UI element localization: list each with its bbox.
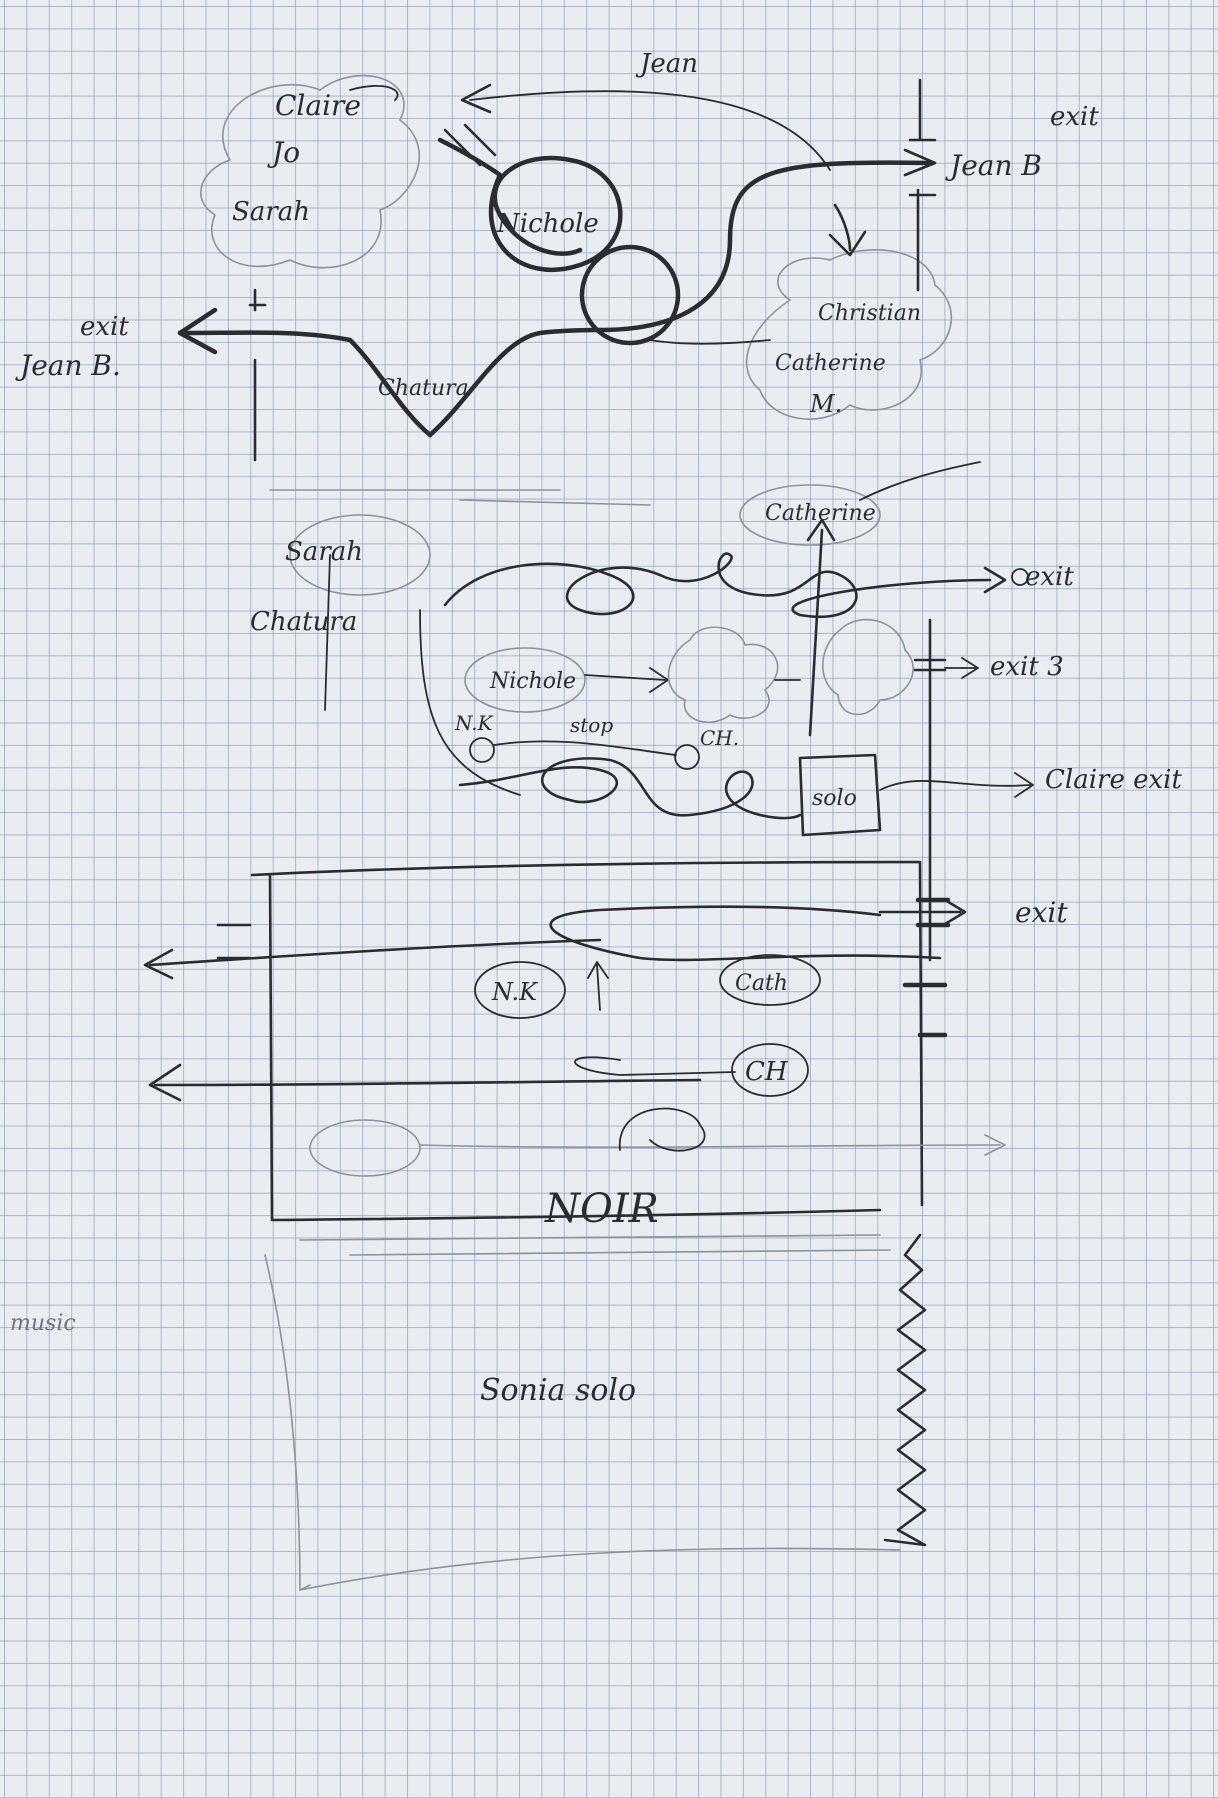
top-section: Claire Jo Sarah Jean Nichole exit Jean B… <box>15 49 1099 506</box>
arrow-exit-box-top <box>878 898 967 926</box>
path-to-ch <box>574 1056 736 1076</box>
middle-section: Catherine Sarah Chatura exit Nichole exi… <box>250 461 1182 962</box>
wavy-path-top <box>443 552 992 618</box>
small-circle-exit-mid <box>1011 568 1029 586</box>
right-wing-marks-box <box>902 897 951 1038</box>
arrowhead-exit-left <box>177 307 218 355</box>
cloud-right <box>745 249 953 420</box>
line-cloud-to-loop <box>649 339 771 345</box>
arrow-left-box-top <box>143 938 602 980</box>
label-chatura-mid: Chatura <box>250 607 357 637</box>
arrowhead-up-catherine <box>806 518 836 542</box>
cloud-mid <box>667 626 779 724</box>
bold-path-lower <box>177 327 603 438</box>
label-chatura-top: Chatura <box>378 376 469 401</box>
label-m: M. <box>809 390 842 418</box>
ch-oval-box <box>731 1043 809 1097</box>
divider-top <box>269 489 651 506</box>
arrow-up-box <box>587 961 609 1011</box>
label-nichole-mid: Nichole <box>489 669 576 694</box>
arrow-left-box-mid <box>148 1063 702 1102</box>
line-nk-ch <box>493 740 677 756</box>
wing-marks-top <box>248 78 937 462</box>
arrowhead-jean <box>460 83 492 114</box>
ch-marker <box>674 744 700 770</box>
loop-box <box>619 1107 706 1152</box>
arrow-jean-to-left <box>469 90 831 171</box>
bold-path-nichole <box>437 137 623 272</box>
label-catherine-box: Cath <box>735 971 788 996</box>
label-sonia-solo: Sonia solo <box>480 1373 636 1408</box>
bold-path-to-exit <box>597 160 933 333</box>
arrow-to-cloud-right <box>828 203 867 257</box>
label-jean-top: Jean <box>635 49 698 79</box>
label-stop: stop <box>570 713 613 737</box>
label-christian: Christian <box>818 301 921 326</box>
zigzag-edge <box>883 1233 927 1547</box>
label-jo-top: Jo <box>267 136 300 169</box>
label-exit-box: exit <box>1015 896 1068 929</box>
nichole-oval-mid <box>464 647 586 713</box>
box-section: exit N.K Cath CH NOIR <box>143 860 1068 1256</box>
sarah-oval-mid <box>289 514 431 596</box>
bold-loop-right <box>579 244 681 346</box>
label-nichole: Nichole <box>496 209 599 239</box>
catherine-oval-mid <box>739 484 881 546</box>
faint-lines-bottom-box <box>299 1234 891 1256</box>
wing-marks-mid <box>913 618 947 962</box>
arrow-exit-box <box>549 905 942 962</box>
label-jean-b-left: Jean B. <box>15 349 121 382</box>
label-margin-note: music <box>10 1311 76 1336</box>
label-nk-small: N.K <box>454 711 494 735</box>
arrowhead-wavy-top <box>983 566 1007 594</box>
label-noir: NOIR <box>544 1186 659 1232</box>
arrowhead-exit-right <box>903 148 937 177</box>
label-claire-exit: Claire exit <box>1045 765 1182 795</box>
label-sarah-mid: Sarah <box>285 537 363 567</box>
small-feathers <box>443 123 497 167</box>
left-wing-marks <box>216 923 252 960</box>
bracket-mid <box>419 609 521 796</box>
label-solo: solo <box>812 786 857 811</box>
small-arrow-claire <box>349 85 399 101</box>
label-ch-box: CH <box>745 1057 789 1087</box>
bottom-frame <box>264 1254 901 1591</box>
label-exit-top-right: exit <box>1050 102 1099 132</box>
cloud-top-left <box>200 74 421 269</box>
nk-oval-box <box>474 961 566 1019</box>
label-sarah-top: Sarah <box>232 197 310 227</box>
faint-oval-box <box>309 1119 421 1177</box>
solo-box <box>798 753 882 837</box>
label-nk-box: N.K <box>491 978 539 1006</box>
faint-line-box <box>419 1134 1006 1156</box>
line-sarah-down <box>324 554 331 711</box>
nk-marker <box>469 737 495 763</box>
bottom-section: music Sonia solo <box>10 1233 927 1591</box>
label-catherine-right: Catherine <box>775 351 886 376</box>
catherine-oval-box <box>719 954 821 1006</box>
arrow-nichole-to-cloud <box>584 667 669 693</box>
label-ch-small: CH. <box>700 726 739 750</box>
label-exit-mid-1: exit <box>1025 562 1074 592</box>
label-jean-b-top-right: Jean B <box>945 149 1042 182</box>
arrow-up-catherine <box>808 528 824 737</box>
label-claire-top: Claire <box>275 89 361 122</box>
cloud-mid-right <box>822 618 914 716</box>
arrow-claire-exit <box>879 772 1034 798</box>
wavy-path-bottom <box>458 757 802 820</box>
arrow-exit3 <box>944 657 979 679</box>
label-exit3: exit 3 <box>990 652 1064 682</box>
box-outline <box>250 860 924 1222</box>
line-catherine-mid <box>859 461 981 501</box>
label-exit-left: exit <box>80 312 129 342</box>
